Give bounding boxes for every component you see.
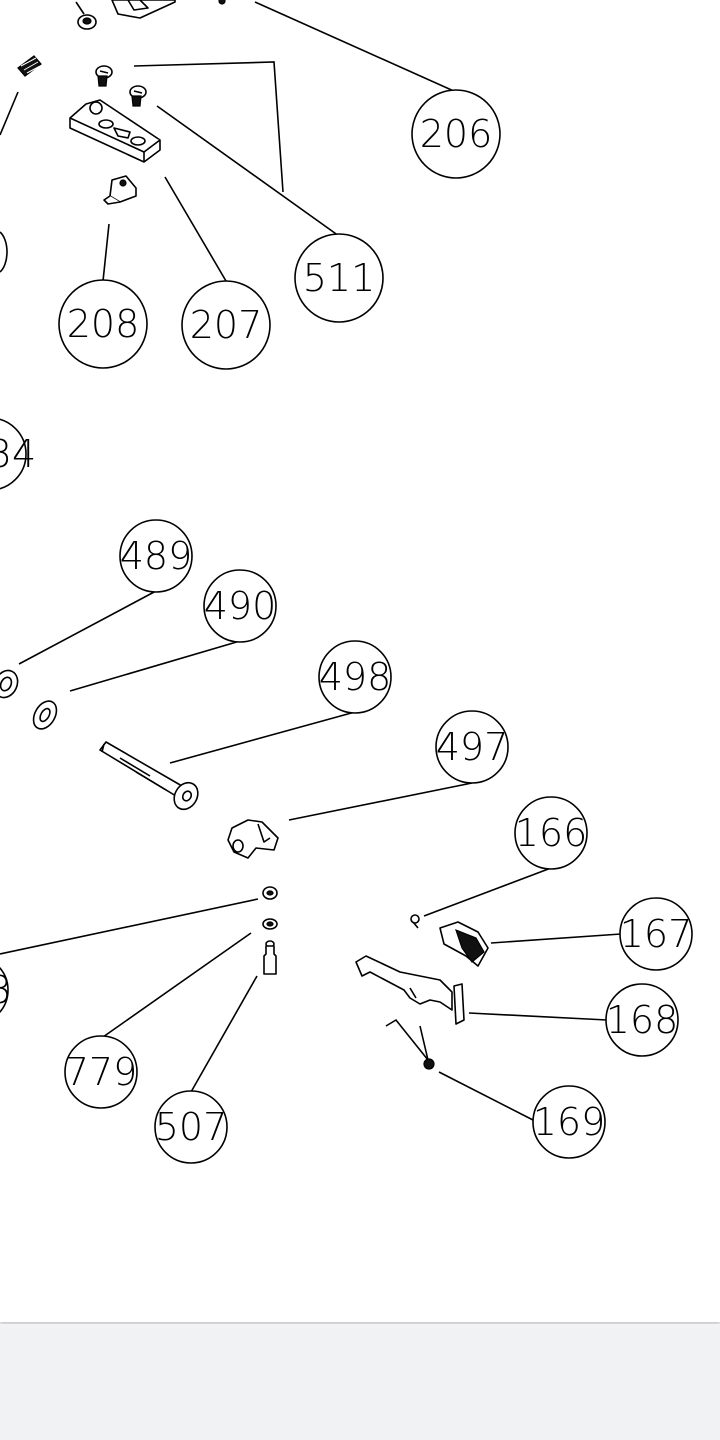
callout-489: 489 xyxy=(119,519,193,593)
screw-part-a xyxy=(95,65,113,87)
callout-label: 497 xyxy=(436,725,509,769)
clip-part xyxy=(103,175,137,205)
callout-490: 490 xyxy=(203,569,277,643)
leader-left-top xyxy=(0,91,19,136)
push-button-part xyxy=(439,921,489,967)
callout-167: 167 xyxy=(619,897,693,971)
callout-label: 507 xyxy=(155,1105,228,1149)
empty-background-area xyxy=(0,1324,720,1440)
callout-label: 166 xyxy=(515,811,588,855)
small-nut-part xyxy=(262,886,278,900)
callout-507: 507 xyxy=(154,1090,228,1164)
pin-part xyxy=(99,741,199,811)
callout-208: 208 xyxy=(58,279,148,369)
callout-label: 169 xyxy=(533,1100,606,1144)
callout-168: 168 xyxy=(605,983,679,1057)
callout-label: 34 xyxy=(0,432,36,476)
small-washer-part xyxy=(262,918,278,930)
callout-169: 169 xyxy=(532,1085,606,1159)
callout-206: 206 xyxy=(411,89,501,179)
callout-166: 166 xyxy=(514,796,588,870)
leader-lines xyxy=(0,1,622,1121)
callout-label: 779 xyxy=(65,1050,138,1094)
callout-label: 511 xyxy=(303,256,376,300)
wire-spring-part xyxy=(385,1018,435,1070)
callout-label: 206 xyxy=(420,112,493,156)
stud-part xyxy=(263,940,277,975)
screw-part-b xyxy=(129,85,147,107)
top-housing-part xyxy=(111,0,226,19)
callout-label: 498 xyxy=(319,655,392,699)
callout-207: 207 xyxy=(181,280,271,370)
callout-497: 497 xyxy=(435,710,509,784)
hinge-bracket-part xyxy=(69,99,161,163)
callout-partial-left: 3 xyxy=(0,966,12,1014)
callout-label: 208 xyxy=(67,302,140,346)
washer-part-490 xyxy=(32,700,58,730)
washer-part-489 xyxy=(0,669,19,699)
callout-label: 489 xyxy=(120,534,193,578)
callout-label: 168 xyxy=(606,998,679,1042)
callout-511: 511 xyxy=(294,233,384,323)
parts-diagram: 206 511 208 207 34 489 490 498 xyxy=(0,0,693,1164)
spring-part xyxy=(17,55,42,77)
callout-partial-34: 34 xyxy=(0,418,36,490)
nut-part xyxy=(75,1,97,30)
callout-label: 207 xyxy=(190,303,263,347)
diagram-sheet: 206 511 208 207 34 489 490 498 xyxy=(0,0,720,1322)
callout-label: 167 xyxy=(620,912,693,956)
callout-498: 498 xyxy=(318,640,392,714)
callout-779: 779 xyxy=(64,1035,138,1109)
cam-part xyxy=(227,819,279,859)
callout-label: 490 xyxy=(204,584,277,628)
small-screw-part xyxy=(410,914,420,929)
callout-label: 3 xyxy=(0,968,12,1012)
lever-bracket-part xyxy=(355,955,465,1025)
partial-balloon-left xyxy=(0,231,8,273)
